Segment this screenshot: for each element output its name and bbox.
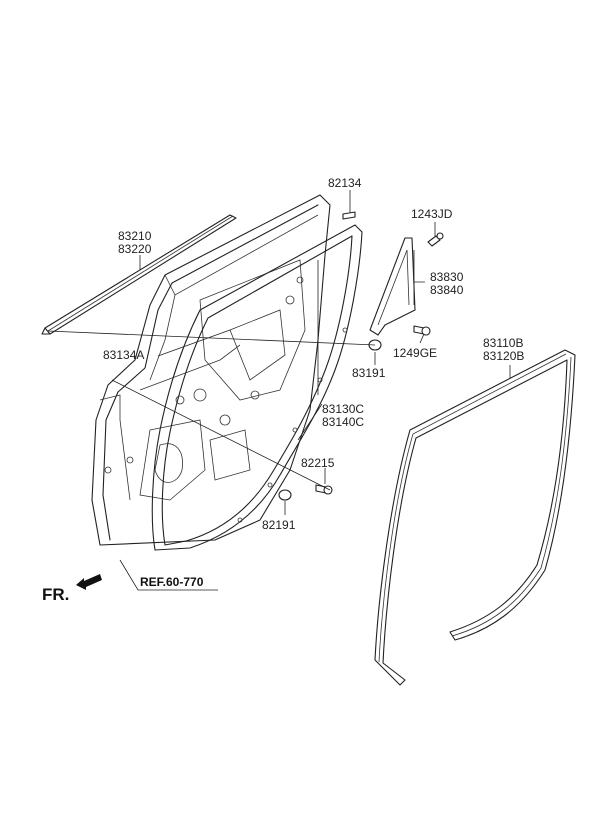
label-83840: 83840 [430, 283, 464, 297]
screw-1243JD [427, 232, 444, 247]
door-weatherstrip-inner [151, 224, 363, 551]
leader-lines [47, 190, 511, 591]
label-83830: 83830 [430, 270, 464, 284]
label-82191: 82191 [262, 518, 296, 532]
belt-weatherstrip-outer [41, 214, 237, 335]
front-direction-label: FR. [42, 585, 69, 604]
door-panel [91, 194, 331, 546]
label-83110B: 83110B [483, 336, 523, 350]
label-1243JD: 1243JD [411, 207, 453, 221]
label-82215: 82215 [301, 456, 335, 470]
label-82134: 82134 [328, 176, 362, 190]
label-83191: 83191 [352, 366, 386, 380]
label-83140C: 83140C [322, 415, 364, 429]
label-83210: 83210 [118, 229, 152, 243]
label-83134A: 83134A [103, 348, 144, 362]
clip-82134 [342, 211, 356, 220]
label-83130C: 83130C [322, 402, 364, 416]
ref-label: REF.60-770 [140, 575, 204, 589]
front-direction-arrow-icon [76, 574, 102, 590]
label-1249GE: 1249GE [393, 346, 437, 360]
plug-82191 [278, 489, 292, 501]
label-83220: 83220 [118, 242, 152, 256]
screw-1249GE [413, 325, 431, 336]
delta-cover [369, 237, 416, 336]
body-side-weatherstrip [374, 349, 576, 686]
label-83120B: 83120B [483, 349, 524, 363]
